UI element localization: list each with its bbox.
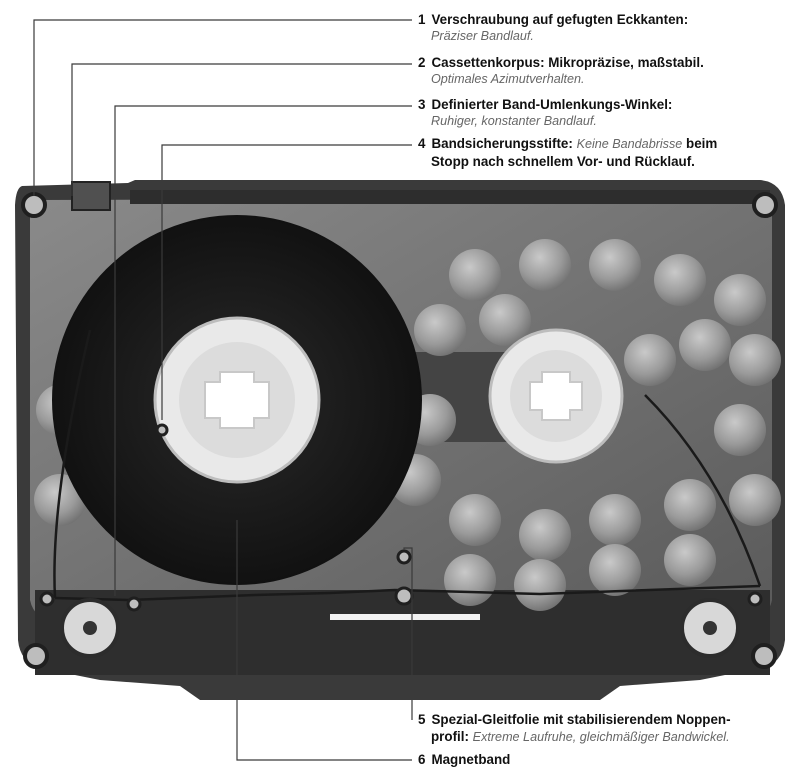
nub-21 [664, 534, 716, 586]
corner-screws [21, 192, 778, 669]
nub-4 [714, 274, 766, 326]
nub-3 [654, 254, 706, 306]
nub-14 [519, 509, 571, 561]
nub-17 [729, 474, 781, 526]
nub-13 [449, 494, 501, 546]
left-hub [153, 316, 321, 484]
guide-pins [39, 423, 763, 612]
nub-16 [664, 479, 716, 531]
right-hub [488, 328, 624, 464]
nub-10 [624, 334, 676, 386]
nub-19 [514, 559, 566, 611]
top-rail [130, 190, 770, 204]
nub-1 [519, 239, 571, 291]
tape-path [53, 329, 762, 602]
top-notch [71, 181, 111, 211]
glide-foil [330, 614, 480, 620]
nub-15 [589, 494, 641, 546]
tape-rollers [60, 598, 740, 658]
nub-2 [589, 239, 641, 291]
nub-6 [479, 294, 531, 346]
nub-7 [679, 319, 731, 371]
nub-5 [414, 304, 466, 356]
nub-0 [449, 249, 501, 301]
nub-20 [589, 544, 641, 596]
leader-lines [33, 19, 413, 761]
nub-8 [729, 334, 781, 386]
nub-18 [444, 554, 496, 606]
nub-11 [714, 404, 766, 456]
